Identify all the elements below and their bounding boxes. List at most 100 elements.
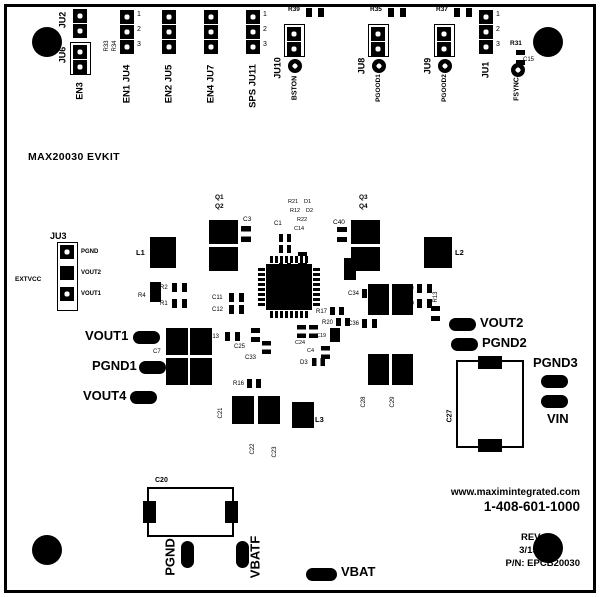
label-ju1: JU1 <box>480 61 491 79</box>
label-ju3: JU3 <box>50 231 67 241</box>
vin-pad <box>541 395 568 408</box>
ju7-pad-1 <box>204 10 218 24</box>
c25-comp <box>251 328 260 342</box>
label-r34: R34 <box>112 40 118 52</box>
label-c14: C14 <box>294 226 305 232</box>
label-c36: C36 <box>348 321 360 327</box>
label-r21: R21 <box>288 199 299 205</box>
ju11-pin-number-1: 1 <box>263 11 267 18</box>
l2-body <box>424 237 452 268</box>
c3-comp <box>241 226 251 242</box>
label-c23: C23 <box>272 446 278 458</box>
ju6-pad-1 <box>73 45 87 59</box>
ju11-pin-number-3: 3 <box>263 41 267 48</box>
label-r13: R13 <box>433 291 439 303</box>
label-c3: C3 <box>243 216 252 223</box>
label-d2: D2 <box>306 208 314 214</box>
c24-comp <box>297 325 306 338</box>
r39-comp <box>306 8 324 17</box>
bulk-cap-3 <box>166 358 188 385</box>
board-outline <box>4 4 596 593</box>
out-cap-3 <box>368 354 389 385</box>
label-pgood1: PGOOD1 <box>374 74 382 102</box>
label-extvcc: EXTVCC <box>15 276 42 283</box>
label-pgnd2: PGND2 <box>482 335 527 350</box>
c11-comp <box>229 293 244 302</box>
vout2-pad <box>449 318 476 331</box>
label-ju8: JU8 <box>356 57 367 75</box>
label-q1: Q1 <box>215 194 224 201</box>
label-r22: R22 <box>297 217 308 223</box>
ju5-pad-2 <box>162 25 176 39</box>
label-en1-ju4: EN1 JU4 <box>121 64 133 104</box>
vbatf-pad <box>236 541 249 568</box>
label-l2: L2 <box>455 248 464 257</box>
c27-outline <box>456 360 524 448</box>
pgood1-testpoint <box>372 59 386 73</box>
c12-comp <box>229 305 244 314</box>
label-r37: R37 <box>436 6 448 13</box>
label-l3: L3 <box>315 415 324 424</box>
c20-pad-right <box>225 501 238 523</box>
c4-comp <box>309 325 318 338</box>
ju11-pin-number-2: 2 <box>263 26 267 33</box>
label-c25: C25 <box>234 344 246 350</box>
label-q3: Q3 <box>359 194 368 201</box>
ju6-pad-2 <box>73 60 87 74</box>
website-text: www.maximintegrated.com <box>450 487 580 498</box>
label-vbat: VBAT <box>341 564 376 579</box>
label-r1: R1 <box>160 301 168 307</box>
label-pgnd: PGND <box>162 538 178 576</box>
center-cap-1 <box>279 234 291 242</box>
label-r31: R31 <box>510 40 522 47</box>
label-c24: C24 <box>295 340 306 346</box>
ju9-pad-2 <box>437 42 451 56</box>
q3-body <box>351 220 380 244</box>
label-c19: C19 <box>316 333 327 339</box>
boot-cap <box>344 258 356 280</box>
label-l1: L1 <box>136 248 145 257</box>
r16-comp <box>247 379 261 388</box>
ju11-pad-2 <box>246 25 260 39</box>
ju4-pad-2 <box>120 25 134 39</box>
label-c4: C4 <box>307 348 315 354</box>
label-c1: C1 <box>274 221 282 227</box>
ju3-pad-vout2 <box>60 266 74 280</box>
c36-comp <box>362 319 377 328</box>
label-c15: C15 <box>523 57 535 63</box>
vout1-pad <box>133 331 160 344</box>
pgnd3-pad <box>541 375 568 388</box>
label-c29: C29 <box>390 396 396 408</box>
label-r16: R16 <box>233 381 245 387</box>
ju1-pad-3 <box>479 40 493 54</box>
out-cap-4 <box>392 354 413 385</box>
label-c12: C12 <box>212 307 224 313</box>
ju8-pad-2 <box>371 42 385 56</box>
c33-comp <box>262 341 271 354</box>
label-r33: R33 <box>104 40 110 52</box>
ju10-pad-2 <box>287 42 301 56</box>
c13-comp <box>225 332 240 341</box>
bulk-cap-4 <box>190 358 212 385</box>
ju2-pad-2 <box>73 24 87 38</box>
c27-pad-bottom <box>478 439 502 452</box>
ju3-pin-label-vout1: VOUT1 <box>81 291 102 297</box>
ic-pins-left <box>258 268 265 306</box>
label-en4-ju7: EN4 JU7 <box>205 64 217 104</box>
label-ju6: JU6 <box>57 46 68 64</box>
ju9-pad-1 <box>437 27 451 41</box>
ic-pins-top <box>270 256 308 263</box>
l3-body <box>292 402 314 428</box>
label-vin: VIN <box>547 411 569 426</box>
mount-hole-top-left <box>32 27 62 57</box>
d3-comp <box>312 358 325 366</box>
ju1-pad-1 <box>479 10 493 24</box>
r37-comp <box>454 8 472 17</box>
ju1-pin-number-3: 3 <box>496 41 500 48</box>
ju4-pin-number-3: 3 <box>137 41 141 48</box>
bulk-cap-2 <box>190 328 212 355</box>
mount-hole-bottom-right <box>533 533 563 563</box>
label-c33: C33 <box>245 355 257 361</box>
ju1-pad-2 <box>479 25 493 39</box>
label-r2: R2 <box>160 285 168 291</box>
